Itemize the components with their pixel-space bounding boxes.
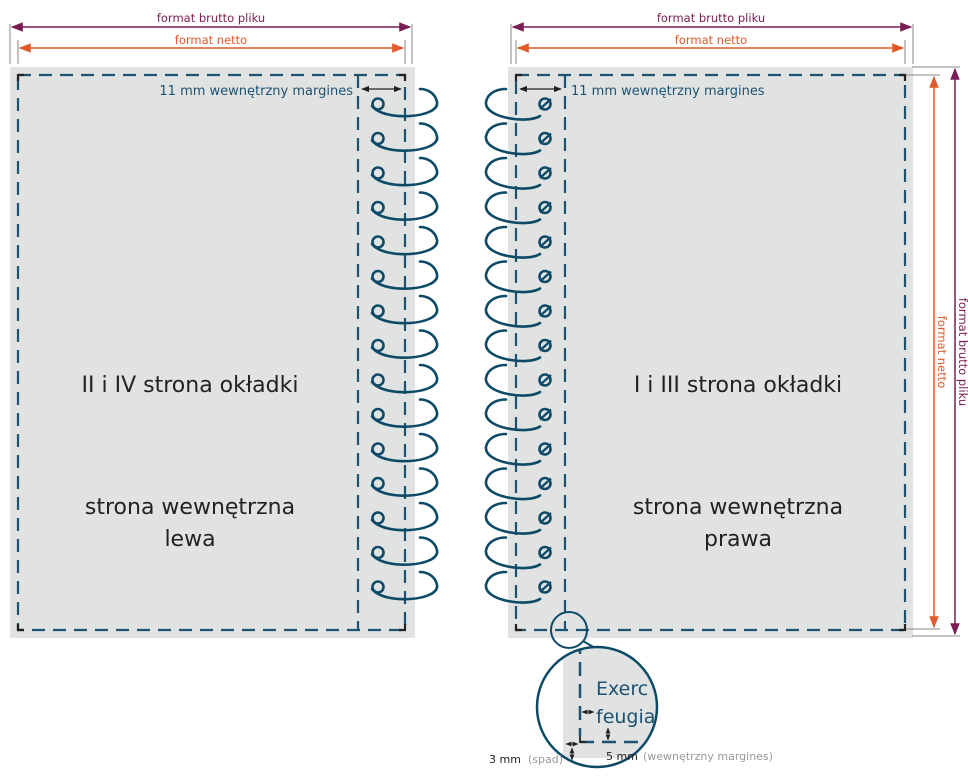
left-page-title: II i IV strona okładki xyxy=(82,373,299,398)
spiral-coil xyxy=(484,363,552,397)
spiral-coil xyxy=(370,536,439,566)
spiral-coil xyxy=(370,294,439,325)
spiral-coil xyxy=(370,398,439,428)
right-corner-mark-br xyxy=(899,624,907,632)
right-page: format brutto pliku format netto 11 mm w… xyxy=(508,11,914,638)
vertical-brutto-label: format brutto pliku xyxy=(956,298,968,406)
spiral-coil xyxy=(370,363,439,394)
spiral-coil xyxy=(484,156,552,190)
spiral-coil xyxy=(484,570,552,604)
spiral-coil xyxy=(370,432,439,463)
left-page-subtitle-2: lewa xyxy=(164,527,215,552)
zoom-corner-mark xyxy=(579,736,586,743)
spiral-coil xyxy=(370,225,439,256)
margin-value-label: 5 mm xyxy=(606,750,638,763)
right-page-title: I i III strona okładki xyxy=(634,373,842,398)
right-page-subtitle-1: strona wewnętrzna xyxy=(633,495,843,520)
zoom-text-line-2: feugia xyxy=(596,706,655,728)
zoom-text-line-1: Exerc xyxy=(596,678,648,700)
spiral-coil xyxy=(370,260,439,290)
spiral-coil xyxy=(484,467,552,501)
left-corner-mark-tl xyxy=(16,73,24,81)
left-page-subtitle-1: strona wewnętrzna xyxy=(85,495,295,520)
right-corner-mark-tr xyxy=(899,73,907,81)
spiral-coil xyxy=(484,329,552,363)
margin-note-label: (wewnętrzny margines) xyxy=(643,750,773,763)
spiral-coil xyxy=(484,225,552,259)
left-page-trim-line xyxy=(16,73,407,632)
spiral-coil xyxy=(370,156,439,187)
spiral-coil xyxy=(370,87,439,118)
zoom-circle-outline xyxy=(535,645,659,769)
spiral-coil xyxy=(370,467,439,497)
right-page-subtitle-2: prawa xyxy=(704,527,772,552)
spiral-coil xyxy=(370,570,439,601)
left-page-background xyxy=(10,67,415,638)
spiral-coil xyxy=(484,294,552,328)
spiral-coil xyxy=(484,398,552,432)
right-brutto-label: format brutto pliku xyxy=(657,11,765,25)
spiral-coil xyxy=(370,122,439,152)
spiral-coil xyxy=(484,536,552,570)
left-brutto-label: format brutto pliku xyxy=(157,11,265,25)
right-margin-label: 11 mm wewnętrzny margines xyxy=(571,84,765,99)
spiral-coil xyxy=(484,260,552,294)
spiral-coil xyxy=(370,501,439,532)
bleed-value-label: 3 mm xyxy=(489,753,521,766)
left-corner-mark-tr xyxy=(399,73,407,81)
right-corner-mark-tl xyxy=(514,73,522,81)
spiral-coil xyxy=(484,122,552,156)
zoom-source-circle xyxy=(550,611,588,649)
spiral-coil xyxy=(484,432,552,466)
spiral-coil xyxy=(370,191,439,221)
right-corner-mark-bl xyxy=(514,624,522,632)
left-corner-mark-br xyxy=(399,624,407,632)
zoom-detail: Exerc feugia 3 mm (spad) 5 mm (wewnętrzn… xyxy=(489,611,773,769)
right-netto-label: format netto xyxy=(675,33,747,47)
left-page: format brutto pliku format netto 11 mm w… xyxy=(9,11,415,638)
bleed-note-label: (spad) xyxy=(528,753,563,766)
zoom-content: Exerc feugia xyxy=(563,647,657,758)
spiral-coil xyxy=(370,329,439,359)
vertical-netto-label: format netto xyxy=(935,316,949,388)
right-page-background xyxy=(508,67,913,638)
right-spiral-binding xyxy=(484,87,552,604)
left-margin-label: 11 mm wewnętrzny margines xyxy=(159,84,353,99)
vertical-dimensions: format brutto pliku format netto xyxy=(906,66,968,637)
right-page-trim-line xyxy=(514,73,907,632)
left-corner-mark-bl xyxy=(16,624,24,632)
left-spiral-binding xyxy=(370,87,439,601)
spiral-coil xyxy=(484,87,552,121)
left-netto-label: format netto xyxy=(175,33,247,47)
spiral-coil xyxy=(484,191,552,225)
spiral-coil xyxy=(484,501,552,535)
